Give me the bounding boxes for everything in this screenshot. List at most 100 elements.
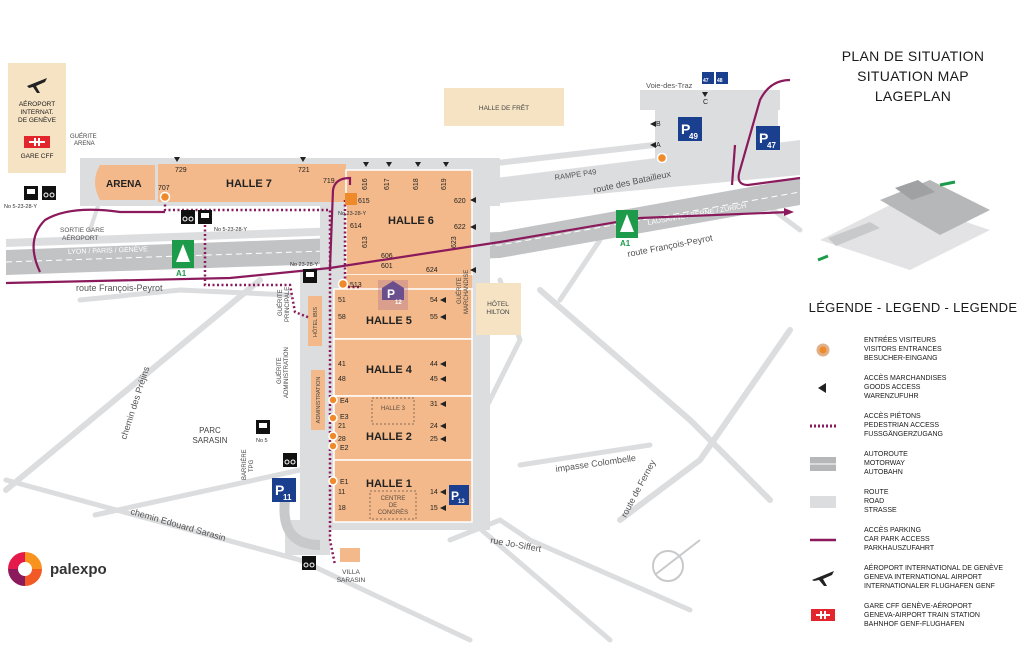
freight-hall (444, 88, 564, 126)
palexpo-logo-icon (8, 552, 42, 586)
hall-4-label: HALLE 4 (366, 364, 413, 376)
parking-p48-small-icon: 48 (716, 72, 728, 84)
legend-goods-line-2: GOODS ACCESS (864, 384, 921, 391)
door-18: 18 (338, 505, 346, 512)
peyrot-left-label: route François-Peyrot (76, 283, 163, 293)
gate-barr-1: BARRIÈRE (241, 449, 248, 480)
villa-sarasin (340, 548, 360, 562)
bus-label-3: No 23-28-Y (290, 262, 318, 268)
svg-text:P: P (759, 130, 768, 146)
svg-text:P: P (387, 287, 395, 301)
parc-label-1: PARC (199, 426, 221, 435)
airport-train-label: GARE CFF (20, 153, 54, 160)
congress-label-2: DE (389, 503, 397, 509)
airplane-icon (812, 571, 834, 586)
gate-arena-2: ARENA (74, 141, 95, 147)
triangle-left-icon (440, 436, 446, 442)
palexpo-logo[interactable]: palexpo (6, 550, 126, 586)
triangle-down-icon (300, 157, 306, 162)
legend-goods-line-1: ACCÈS MARCHANDISES (864, 375, 947, 382)
legend-parking-line-2: CAR PARK ACCESS (864, 536, 930, 543)
door-616: 616 (362, 178, 369, 190)
bike-icon (42, 186, 56, 200)
sarasin-road-label: chemin Edouard Sarasin (129, 506, 227, 543)
door-45: 45 (430, 376, 438, 383)
admin-building (311, 370, 325, 430)
triangle-down-icon (415, 162, 421, 167)
goods-triangles (174, 92, 708, 511)
lyon-label: LYON / PARIS / GENÈVE (68, 244, 148, 256)
legend-road-line-3: STRASSE (864, 507, 897, 514)
triangle-left-icon (650, 142, 656, 148)
triangle-left-icon (440, 401, 446, 407)
building-labels: HALLE DE FRÊT HÔTEL HILTON HÔTEL IBIS AD… (192, 103, 529, 584)
road-icon (810, 496, 836, 508)
letter-a: A (656, 142, 661, 149)
hall-2 (333, 395, 473, 461)
bus-labels: No 5-23-28-Y No 5-23-28-Y No 23-28-Y No … (4, 204, 366, 444)
door-613: 613 (362, 236, 369, 248)
door-614: 614 (350, 223, 362, 230)
door-44: 44 (430, 361, 438, 368)
svg-text:A1: A1 (176, 269, 187, 278)
hall-1-label: HALLE 1 (366, 478, 412, 490)
legend-pedestrian-line-2: PEDESTRIAN ACCESS (864, 422, 940, 429)
letter-b: B (656, 121, 661, 128)
map-title: PLAN DE SITUATION SITUATION MAP LAGEPLAN (808, 46, 1018, 106)
legend-parking-line-3: PARKHAUSZUFAHRT (864, 545, 935, 552)
legend-item-airport: AÉROPORT INTERNATIONAL DE GENÈVE GENEVA … (808, 564, 1018, 598)
door-e2: E2 (340, 445, 349, 452)
door-21: 21 (338, 423, 346, 430)
door-623: 623 (451, 236, 458, 248)
door-54: 54 (430, 297, 438, 304)
title-line-3: LAGEPLAN (874, 88, 952, 104)
door-615: 615 (358, 198, 370, 205)
legend-title: LÉGENDE - LEGEND - LEGENDE (808, 300, 1018, 315)
sbb-icon (811, 609, 835, 621)
bike-icon (302, 556, 316, 570)
legend-visitors-line-2: VISITORS ENTRANCES (864, 346, 942, 353)
peyrot-right-label: route François-Peyrot (626, 233, 713, 259)
admin-label: ADMINISTRATION (316, 377, 322, 424)
door-601: 601 (381, 263, 393, 270)
door-15: 15 (430, 505, 438, 512)
triangle-left-icon (440, 297, 446, 303)
sortie-label-1: SORTIE GARE (60, 227, 105, 234)
gate-march-2: MARCHANDISE (464, 270, 470, 314)
triangle-left-icon (470, 197, 476, 203)
door-e4: E4 (340, 398, 349, 405)
p49-area (479, 90, 800, 205)
parc-label-2: SARASIN (192, 436, 227, 445)
prejins-label: chemin des Préjins (118, 365, 151, 441)
hall-4 (333, 338, 473, 397)
siffert-label: rue Jo-Siffert (490, 535, 543, 554)
parking-p12-icon: P 12 (382, 281, 404, 306)
bus-icon (256, 420, 270, 434)
gate-march-1: GUÉRITE (456, 277, 463, 304)
hall-5-label: HALLE 5 (366, 315, 412, 327)
svg-text:A1: A1 (620, 239, 631, 248)
door-14: 14 (430, 489, 438, 496)
triangle-left-icon (440, 489, 446, 495)
legend-train-line-2: GENEVA-AIRPORT TRAIN STATION (864, 612, 980, 619)
triangle-left-icon (470, 224, 476, 230)
mini-map (817, 180, 990, 270)
door-707: 707 (158, 185, 170, 192)
door-e3: E3 (340, 414, 349, 421)
legend-road-line-1: ROUTE (864, 489, 889, 496)
hall-labels: ARENA HALLE 7 HALLE 6 HALLE 5 HALLE 4 HA… (106, 178, 434, 490)
legend-motorway-line-2: MOTORWAY (864, 460, 905, 467)
svg-text:P: P (451, 489, 459, 503)
legend-goods-line-3: WARENZUFUHR (864, 393, 919, 400)
door-729: 729 (175, 167, 187, 174)
beige-buildings (308, 88, 564, 562)
legend-airport-line-3: INTERNATIONALER FLUGHAFEN GENF (864, 583, 995, 590)
a1-sign-right-icon: A1 (616, 210, 638, 248)
parking-p11-icon: P 11 (272, 478, 296, 502)
hilton-label-1: HÔTEL (487, 299, 509, 308)
hilton-hotel (476, 283, 521, 335)
legend-item-parking: ACCÈS PARKING CAR PARK ACCESS PARKHAUSZU… (808, 526, 1018, 560)
parking-p47-icon: P 47 (756, 126, 780, 150)
door-41: 41 (338, 361, 346, 368)
triangle-left-icon (440, 314, 446, 320)
